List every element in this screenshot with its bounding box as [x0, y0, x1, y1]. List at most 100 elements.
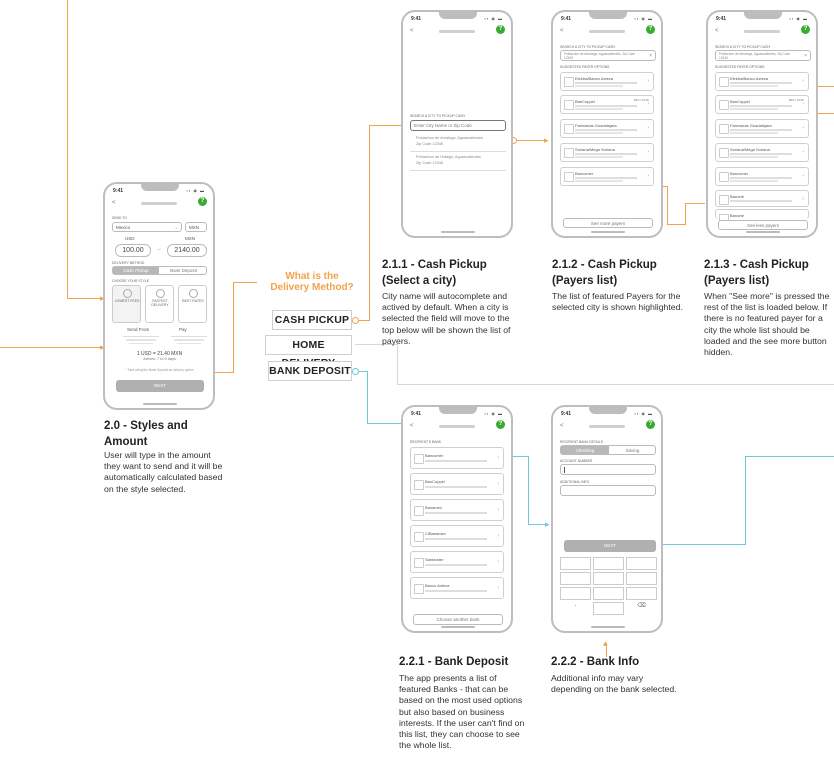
keypad-key[interactable]: [593, 572, 624, 585]
style-lowest-fees[interactable]: LOWEST FEES: [112, 285, 141, 323]
status-time: 9:41: [113, 188, 124, 194]
back-icon[interactable]: <: [410, 28, 414, 34]
back-icon[interactable]: <: [410, 423, 414, 429]
help-icon[interactable]: ?: [801, 25, 810, 34]
keypad-dot-key[interactable]: .: [574, 602, 577, 608]
help-icon[interactable]: ?: [496, 25, 505, 34]
caption-title-2-1-3: 2.1.3 - Cash Pickup (Payers list): [704, 259, 809, 287]
payer-card[interactable]: Farmacias Guadalajara›: [715, 119, 809, 138]
delivery-toggle: Cash Pickup Bank Deposit: [112, 266, 207, 275]
keypad-key[interactable]: [560, 587, 591, 600]
search-city-label: SEARCH A CITY TO PICKUP CASH: [560, 45, 615, 49]
help-icon[interactable]: ?: [496, 420, 505, 429]
keypad-key[interactable]: [626, 557, 657, 570]
see-less-payers-button[interactable]: See less payers: [718, 220, 808, 230]
help-icon[interactable]: ?: [646, 420, 655, 429]
account-number-input[interactable]: [560, 464, 656, 475]
from-currency-label: USD: [125, 236, 135, 241]
keypad-zero-key[interactable]: [593, 602, 624, 615]
payer-card[interactable]: Farmacias Guadalajara›: [560, 119, 654, 138]
payer-card[interactable]: Soriana/Mega Soriana›: [560, 143, 654, 162]
chevron-right-icon: ›: [647, 78, 649, 84]
status-icons: ▪▪ ◉ ▬: [789, 16, 808, 21]
send-amount-input[interactable]: 100.00: [115, 244, 151, 257]
status-time: 9:41: [411, 16, 422, 22]
keypad-key[interactable]: [626, 587, 657, 600]
bank-card[interactable]: Banamex›: [410, 499, 504, 521]
arrow-right-icon: →: [156, 246, 162, 252]
tab-saving[interactable]: Saving: [625, 448, 640, 453]
choose-another-bank-button[interactable]: Choose another bank: [413, 614, 503, 625]
chevron-right-icon: ›: [802, 173, 804, 179]
status-time: 9:41: [561, 411, 572, 417]
account-type-toggle: Checking Saving: [560, 445, 656, 455]
backspace-icon[interactable]: ⌫: [637, 603, 646, 609]
option-cash-pickup[interactable]: CASH PICKUP: [272, 310, 352, 330]
receive-amount-input[interactable]: 2140.00: [167, 244, 207, 257]
style-best-rates[interactable]: BEST RATES: [178, 285, 207, 323]
phone-payers-list-expanded: 9:41 ▪▪ ◉ ▬ < ? SEARCH A CITY TO PICKUP …: [706, 10, 818, 238]
option-bank-deposit[interactable]: BANK DEPOSIT: [268, 361, 352, 381]
country-select[interactable]: Mexico ⌄: [112, 222, 182, 232]
tab-cash-pickup[interactable]: Cash Pickup: [113, 267, 159, 274]
phone-select-city: 9:41 ▪▪ ◉ ▬ < ? SEARCH A CITY TO PICKUP …: [401, 10, 513, 238]
bank-card[interactable]: Banco Azteca›: [410, 577, 504, 599]
exchange-rate: 1 USD = 21.40 MXN: [136, 351, 183, 357]
status-icons: ▪▪ ◉ ▬: [634, 16, 653, 21]
back-icon[interactable]: <: [112, 200, 116, 206]
chevron-right-icon: ›: [647, 101, 649, 107]
currency-select[interactable]: MXN: [185, 222, 207, 232]
delivery-question: What is the Delivery Method?: [270, 271, 354, 293]
city-search-input[interactable]: Enter City Name or Zip Code: [410, 120, 506, 131]
city-suggestion[interactable]: Poblachon de Hidalgo, Aguascalientes Zip…: [410, 152, 506, 171]
delivery-method-label: DELIVERY METHOD: [112, 261, 145, 265]
keypad-key[interactable]: [560, 572, 591, 585]
additional-info-input[interactable]: [560, 485, 656, 496]
see-more-payers-button[interactable]: See more payers: [563, 218, 653, 228]
home-indicator: [143, 403, 177, 405]
bank-card[interactable]: Santander›: [410, 551, 504, 573]
bank-card[interactable]: BanCoppel›: [410, 473, 504, 495]
payer-card[interactable]: Bancomer›: [560, 167, 654, 186]
payer-card[interactable]: Banorte: [715, 209, 809, 221]
phone-bank-info: 9:41 ▪▪ ◉ ▬ < ? RECIPIENT BANK DETAILS C…: [551, 405, 663, 633]
next-button[interactable]: NEXT: [564, 540, 656, 552]
city-suggestion[interactable]: Poblachon de Arriatega, Aguascalientes Z…: [410, 133, 506, 152]
chevron-right-icon: ›: [647, 149, 649, 155]
keypad-key[interactable]: [626, 572, 657, 585]
progress-bar: [141, 202, 177, 205]
help-icon[interactable]: ?: [198, 197, 207, 206]
style-fastest-delivery[interactable]: FASTEST DELIVERY: [145, 285, 174, 323]
back-icon[interactable]: <: [560, 423, 564, 429]
keypad-key[interactable]: [593, 557, 624, 570]
payer-card[interactable]: Banorte›: [715, 190, 809, 207]
bank-card[interactable]: Bancomer›: [410, 447, 504, 469]
option-home-delivery[interactable]: HOME DELIVERY: [265, 335, 352, 369]
status-icons: ▪▪ ◉ ▬: [484, 411, 503, 416]
tab-bank-deposit[interactable]: Bank Deposit: [170, 268, 197, 273]
chevron-right-icon: ›: [647, 125, 649, 131]
back-icon[interactable]: <: [560, 28, 564, 34]
caption-title-2-2-1: 2.2.1 - Bank Deposit: [399, 656, 509, 668]
phone-bank-deposit: 9:41 ▪▪ ◉ ▬ < ? RECIPIENT'S BANK Bancome…: [401, 405, 513, 633]
selected-city-field[interactable]: Poblachon de Arriatega, Aguascalientes, …: [715, 50, 811, 61]
payer-card[interactable]: Elektra/Banco Azteca›: [560, 72, 654, 91]
keypad-key[interactable]: [560, 557, 591, 570]
payer-card[interactable]: Soriana/Mega Soriana›: [715, 143, 809, 162]
keypad-key[interactable]: [593, 587, 624, 600]
progress-bar: [589, 425, 625, 428]
bank-card[interactable]: CIBanamex›: [410, 525, 504, 547]
numeric-keypad: . ⌫: [560, 557, 657, 619]
tab-checking[interactable]: Checking: [561, 446, 609, 454]
send-from-label: Send From: [127, 327, 150, 332]
back-icon[interactable]: <: [715, 28, 719, 34]
send-from-placeholder: [123, 334, 159, 346]
payer-card[interactable]: Elektra/Banco Azteca›: [715, 72, 809, 91]
next-button[interactable]: NEXT: [116, 380, 204, 392]
selected-city-field[interactable]: Poblachon de Arriatega, Aguascalientes, …: [560, 50, 656, 61]
status-icons: ▪▪ ◉ ▬: [186, 188, 205, 193]
help-icon[interactable]: ?: [646, 25, 655, 34]
payer-card[interactable]: Bancomer›: [715, 167, 809, 186]
